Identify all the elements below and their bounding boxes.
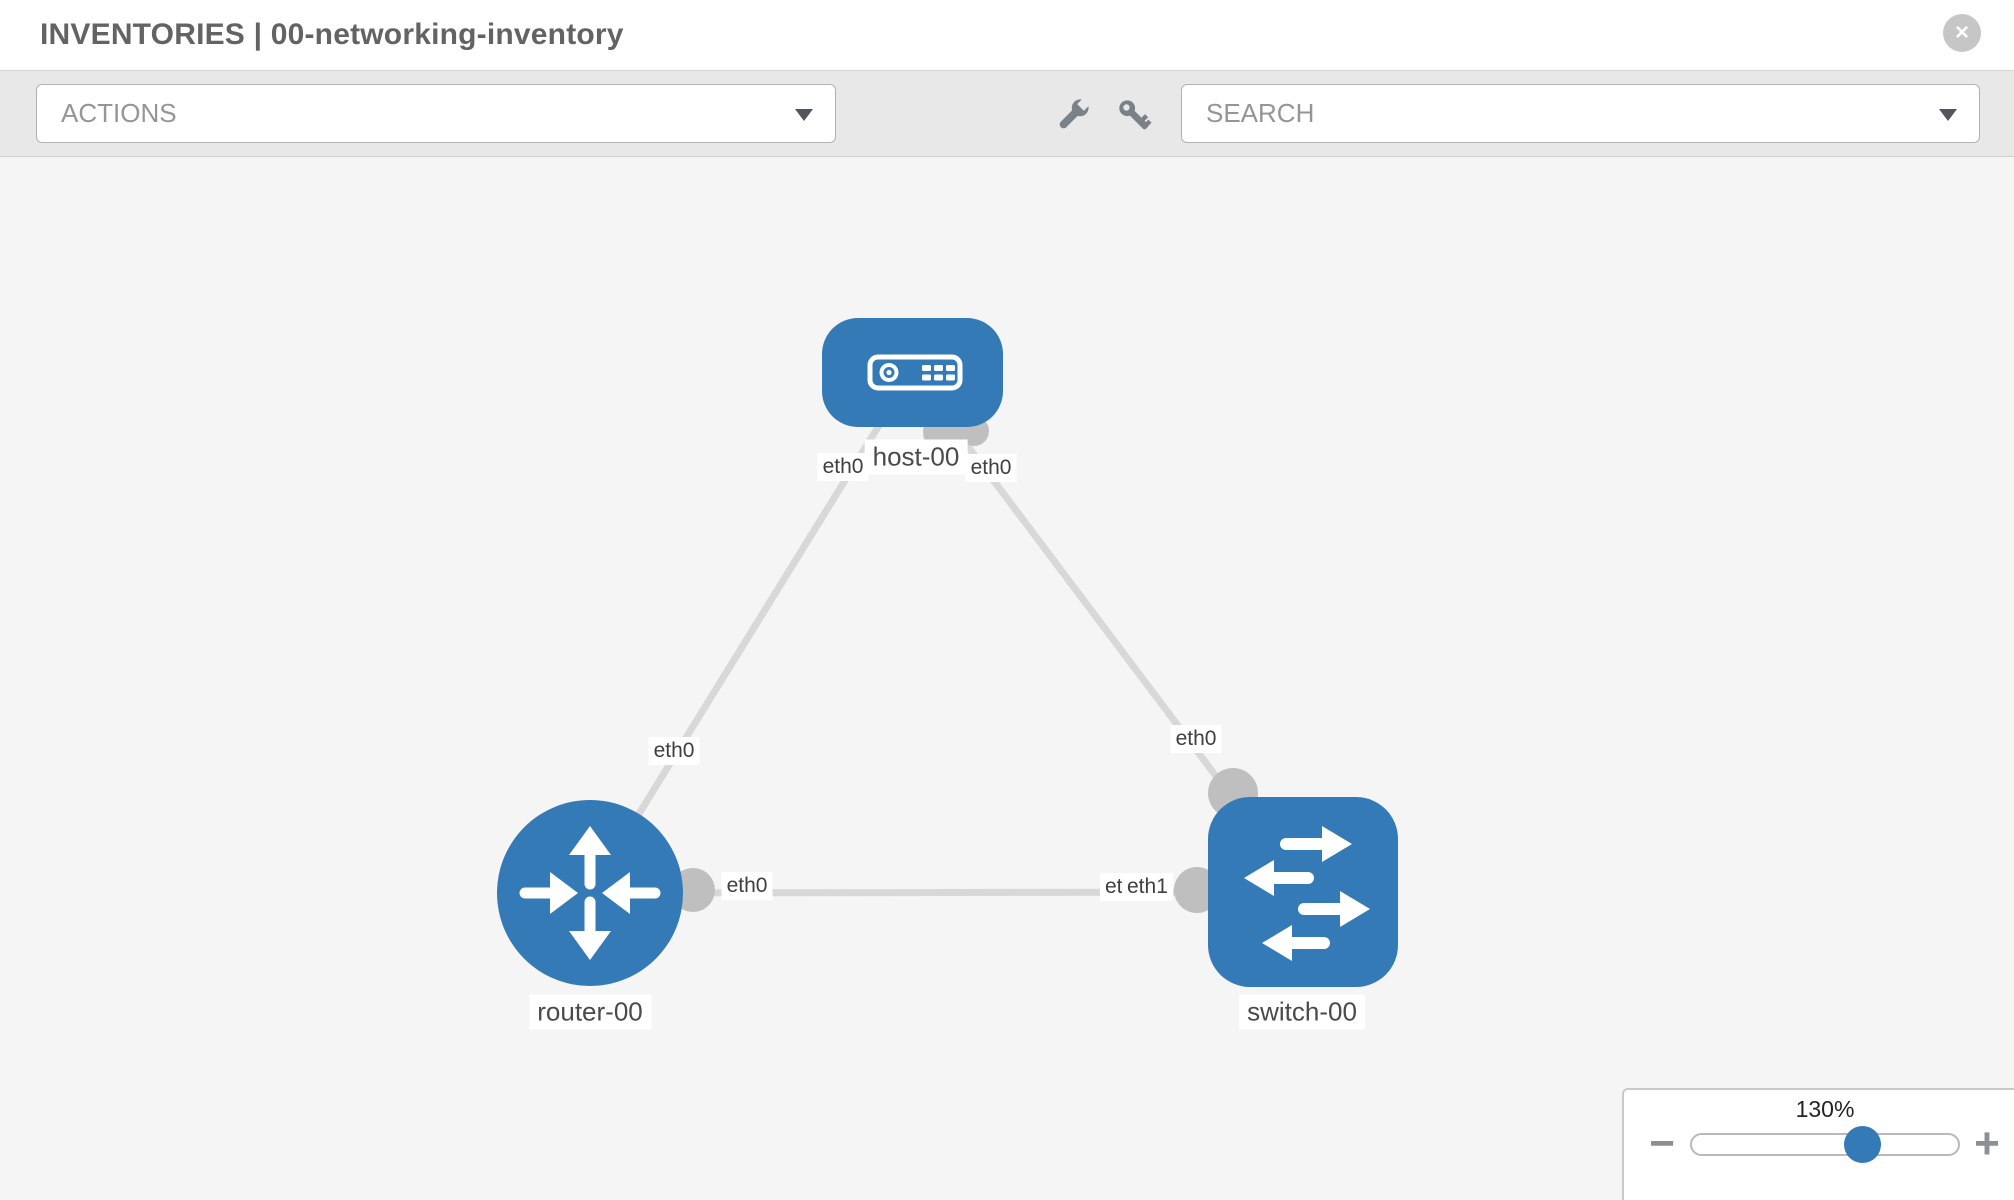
node-label-host: host-00 — [864, 439, 968, 475]
node-host-00[interactable] — [822, 318, 1003, 427]
toolbar: ACTIONS — [0, 71, 2014, 157]
interface-label: eth0 — [648, 737, 700, 765]
actions-dropdown[interactable]: ACTIONS — [36, 84, 836, 143]
interface-label: eth0 — [965, 454, 1017, 482]
wrench-icon — [1051, 95, 1093, 140]
chevron-down-icon — [795, 108, 813, 121]
title-separator: | — [245, 18, 271, 51]
interface-label: eth0 — [721, 872, 773, 900]
window-header: INVENTORIES | 00-networking-inventory × — [0, 0, 2014, 71]
topology-edges — [587, 369, 1306, 897]
interface-label: eth0 — [817, 453, 869, 481]
page-title: INVENTORIES | 00-networking-inventory — [40, 0, 624, 70]
zoom-out-button[interactable]: − — [1640, 1116, 1684, 1172]
close-button[interactable]: × — [1943, 14, 1981, 52]
zoom-slider-track[interactable] — [1690, 1133, 1960, 1156]
search-dropdown[interactable]: SEARCH — [1181, 84, 1980, 143]
minus-icon: − — [1649, 1119, 1675, 1168]
node-router-00[interactable] — [497, 800, 683, 986]
close-icon: × — [1954, 19, 1969, 46]
actions-dropdown-label: ACTIONS — [61, 98, 177, 128]
configure-button[interactable] — [1050, 95, 1094, 139]
zoom-value: 130% — [1795, 1096, 1855, 1122]
switch-arrows-icon — [1208, 797, 1398, 987]
topology-canvas[interactable]: eth0 eth0 eth0 eth0 eth0 eth1 eth1 host-… — [0, 157, 2014, 1200]
key-icon — [1114, 95, 1156, 140]
search-dropdown-label: SEARCH — [1206, 98, 1315, 128]
title-inventory-name: 00-networking-inventory — [270, 18, 624, 51]
node-switch-00[interactable] — [1208, 797, 1398, 987]
plus-icon: + — [1974, 1119, 2000, 1168]
chevron-down-icon — [1939, 108, 1957, 121]
zoom-control-panel: 130% − + — [1622, 1088, 2014, 1200]
title-section: INVENTORIES — [40, 18, 246, 51]
node-label-router: router-00 — [529, 994, 651, 1030]
node-label-switch: switch-00 — [1239, 994, 1365, 1030]
zoom-in-button[interactable]: + — [1965, 1116, 2009, 1172]
interface-label: eth1 — [1122, 873, 1173, 901]
zoom-slider-thumb[interactable] — [1844, 1126, 1882, 1163]
interface-label: eth0 — [1170, 725, 1222, 753]
credentials-button[interactable] — [1113, 95, 1157, 139]
router-arrows-icon — [497, 800, 683, 986]
server-icon — [822, 318, 1003, 427]
